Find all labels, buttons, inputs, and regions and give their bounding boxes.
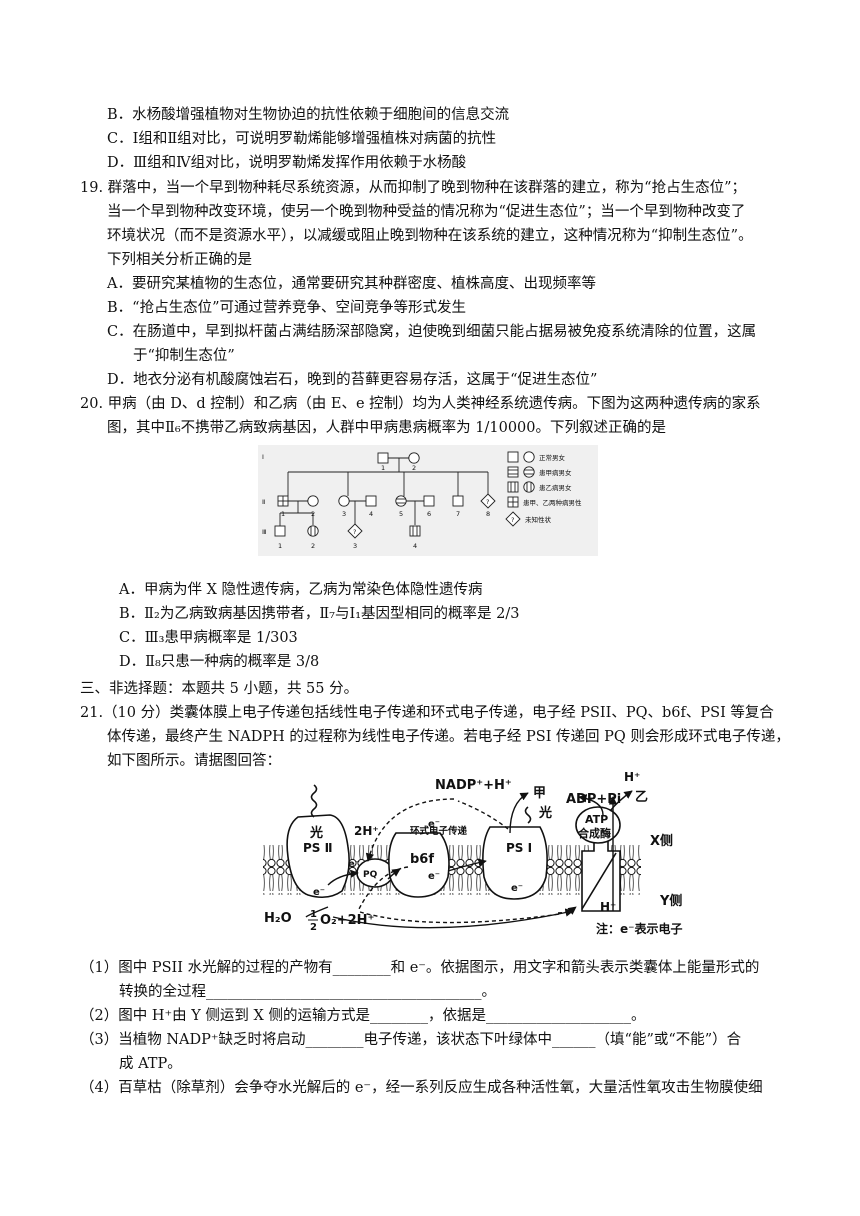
question-20-stem-1: 20. 甲病（由 D、d 控制）和乙病（由 E、e 控制）均为人类神经系统遗传病…	[80, 396, 761, 412]
num-ii7: 7	[456, 510, 460, 518]
num-ii2: 2	[311, 510, 315, 518]
question-21-sub1-line2: 转换的全过程__________________________________…	[119, 984, 496, 1000]
gen-i-label: Ⅰ	[262, 453, 264, 461]
adp-pi-label: ADP+Pi	[566, 792, 621, 807]
question-21-stem-3: 如下图所示。请据图回答：	[107, 753, 281, 769]
question-19-stem-3: 环境状况（而不是资源水平），以减缓或阻止晚到物种在该系统的建立，这种情况称为“抑…	[107, 228, 753, 244]
num-iii2: 2	[311, 542, 315, 550]
legend-disease-a: 患甲病男女	[539, 468, 572, 477]
num-ii8: 8	[486, 510, 490, 518]
option-19a: A．要研究某植物的生态位，通常要研究其种群密度、植株高度、出现频率等	[107, 276, 596, 292]
b6f-complex	[388, 832, 450, 898]
question-21-sub4: （4）百草枯（除草剂）会争夺水光解后的 e⁻，经一系列反应生成各种活性氧，大量活…	[80, 1080, 763, 1096]
gen-ii-label: Ⅱ	[262, 498, 265, 506]
legend-both-diseases: 患甲、乙两种病男性	[523, 498, 582, 507]
option-19b: B．“抢占生态位”可通过营养竞争、空间竞争等形式发生	[107, 300, 466, 316]
product-yi-label: 乙	[635, 790, 648, 805]
psii-complex	[286, 814, 350, 899]
nadp-label: NADP⁺+H⁺	[435, 778, 512, 793]
electron-label-2: e⁻	[348, 859, 360, 870]
option-20b: B．Ⅱ₂为乙病致病基因携带者，Ⅱ₇与Ⅰ₁基因型相同的概率是 2/3	[119, 606, 520, 622]
electron-label-4: e⁻	[428, 871, 440, 882]
electron-label-1: e⁻	[428, 819, 440, 830]
question-19-stem-2: 当一个早到物种改变环境，使另一个晚到物种受益的情况称为“促进生态位”；当一个早到…	[107, 204, 746, 220]
option-18b: B．水杨酸增强植物对生物协迫的抗性依赖于细胞间的信息交流	[107, 107, 510, 123]
question-19-stem-1: 19. 群落中，当一个早到物种耗尽系统资源，从而抑制了晚到物种在该群落的建立，称…	[80, 180, 746, 196]
option-20c: C．Ⅲ₃患甲病概率是 1/303	[119, 630, 298, 646]
synthase-label: 合成酶	[578, 826, 611, 840]
num-iii1: 1	[278, 542, 282, 550]
two-h-plus-label: 2H⁺	[354, 824, 379, 838]
num-ii5: 5	[399, 510, 403, 518]
num-ii4: 4	[369, 510, 373, 518]
legend-normal: 正常男女	[539, 453, 566, 462]
b6f-label: b6f	[410, 852, 434, 867]
gen-iii-label: Ⅲ	[262, 528, 266, 536]
atp-synthase-head	[575, 806, 621, 844]
psi-label: PS Ⅰ	[506, 841, 532, 855]
section-three-heading: 三、非选择题：本题共 5 小题，共 55 分。	[80, 681, 359, 697]
pedigree-svg: Ⅰ Ⅱ Ⅲ 1 2 1 2 3 4 5 6 7 8 1 2 3 4 ? ? ? …	[262, 451, 582, 550]
light-label-psi: 光	[538, 805, 552, 821]
option-20a: A．甲病为伴 X 隐性遗传病，乙病为常染色体隐性遗传病	[119, 582, 483, 598]
question-21-sub3-line1: （3）当植物 NADP⁺缺乏时将启动________电子传递，该状态下叶绿体中_…	[80, 1032, 742, 1048]
electron-transport-diagram: NADP⁺+H⁺ 甲 光 光 ADP+Pi 乙 H⁺ 2H⁺ 环式电子传递 PS…	[258, 767, 708, 942]
y-side-label: Y侧	[659, 893, 682, 909]
unknown-mark-legend: ?	[511, 516, 514, 524]
question-21-stem-2: 体传递，最终产生 NADPH 的过程称为线性电子传递。若电子经 PSI 传递回 …	[107, 729, 790, 745]
option-18d: D．Ⅲ组和Ⅳ组对比，说明罗勒烯发挥作用依赖于水杨酸	[107, 155, 467, 171]
num-iii4: 4	[413, 542, 417, 550]
product-jia-label: 甲	[533, 786, 546, 801]
note-label: 注：e⁻表示电子	[596, 921, 682, 936]
option-19d: D．地衣分泌有机酸腐蚀岩石，晚到的苔藓更容易存活，这属于“促进生态位”	[107, 372, 598, 388]
question-21-sub2: （2）图中 H⁺由 Y 侧运到 X 侧的运输方式是________，依据是___…	[80, 1008, 646, 1024]
h-plus-bottom-label: H⁺	[600, 900, 616, 914]
option-19c-line2: 于“抑制生态位”	[133, 348, 235, 364]
question-19-stem-4: 下列相关分析正确的是	[107, 252, 252, 268]
electron-label-5: e⁻	[511, 883, 523, 894]
atp-label: ATP	[585, 813, 608, 826]
option-20d: D．Ⅱ₈只患一种病的概率是 3/8	[119, 654, 320, 670]
num-ii3: 3	[342, 510, 346, 518]
option-18c: C．Ⅰ组和Ⅱ组对比，可说明罗勒烯能够增强植株对病菌的抗性	[107, 131, 497, 147]
pedigree-diagram: Ⅰ Ⅱ Ⅲ 1 2 1 2 3 4 5 6 7 8 1 2 3 4 ? ? ? …	[258, 445, 598, 556]
x-side-label: X侧	[650, 833, 673, 849]
cyclic-transport-label: 环式电子传递	[410, 825, 468, 837]
question-20-stem-2: 图，其中Ⅱ₆不携带乙病致病基因，人群中甲病患病概率为 1/10000。下列叙述正…	[107, 420, 667, 436]
unknown-mark-iii3: ?	[353, 528, 356, 536]
half-numerator: 1	[310, 909, 317, 920]
oxygen-label: O₂+2H⁺	[320, 913, 374, 928]
legend-disease-b: 患乙病男女	[539, 483, 572, 492]
pq-label: PQ	[363, 870, 378, 880]
unknown-mark-ii8: ?	[486, 498, 489, 506]
legend-unknown: 未知性状	[525, 515, 552, 524]
light-label-psii: 光	[309, 825, 323, 841]
num-ii1: 1	[281, 510, 285, 518]
half-denominator: 2	[310, 922, 317, 933]
num-i1: 1	[381, 464, 385, 472]
num-iii3: 3	[353, 542, 357, 550]
water-label: H₂O	[264, 911, 292, 926]
psii-label: PS Ⅱ	[303, 841, 333, 855]
electron-transport-svg: NADP⁺+H⁺ 甲 光 光 ADP+Pi 乙 H⁺ 2H⁺ 环式电子传递 PS…	[263, 770, 682, 936]
option-19c-line1: C．在肠道中，早到拟杆菌占满结肠深部隐窝，迫使晚到细菌只能占据易被免疫系统清除的…	[107, 324, 757, 340]
question-21-stem-1: 21.（10 分）类囊体膜上电子传递包括线性电子传递和环式电子传递，电子经 PS…	[80, 705, 774, 721]
num-i2: 2	[412, 464, 416, 472]
num-ii6: 6	[427, 510, 431, 518]
question-21-sub1-line1: （1）图中 PSII 水光解的过程的产物有________和 e⁻。依据图示，用…	[80, 960, 760, 976]
h-plus-top-label: H⁺	[624, 770, 640, 784]
question-21-sub3-line2: 成 ATP。	[119, 1056, 182, 1072]
electron-label-3: e⁻	[313, 887, 325, 898]
